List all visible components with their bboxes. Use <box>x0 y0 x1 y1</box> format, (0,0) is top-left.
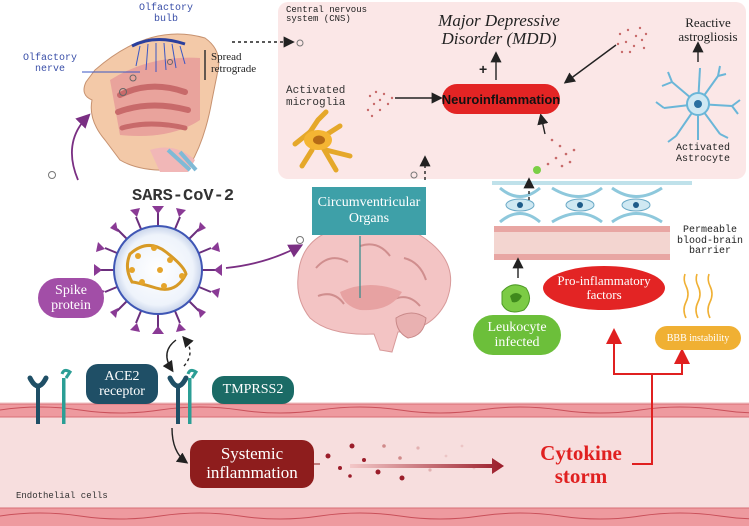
blood-brain-barrier-cells <box>492 181 692 260</box>
leukocyte-infected-badge: Leukocyte infected <box>473 315 561 355</box>
virus-name: SARS-CoV-2 <box>132 187 235 206</box>
ace2-receptor-icon <box>27 375 189 424</box>
activated-microglia-cell <box>292 109 353 173</box>
nasal-cavity-illustration <box>83 33 220 172</box>
olfactory-nerve-label: Olfactory nerve <box>22 53 77 75</box>
mdd-label: Major Depressive Disorder (MDD) <box>438 11 560 48</box>
plus-sign: + <box>479 61 488 77</box>
circumventricular-organs-badge: Circumventricular Organs <box>312 187 426 235</box>
astrogliosis-label: Reactive astrogliosis <box>678 15 738 44</box>
permeable-bbb-label: Permeable blood-brain barrier <box>676 225 743 257</box>
neuroinflammation-badge: Neuroinflammation <box>442 84 560 114</box>
inflammation-particles <box>325 443 476 481</box>
systemic-inflammation-badge: Systemic inflammation <box>190 440 314 488</box>
astrocyte-label: Activated Astrocyte <box>675 143 730 165</box>
activated-astrocyte-cell <box>655 65 741 143</box>
sars-cov-2-virion <box>94 206 222 334</box>
storm-arrow <box>350 458 504 474</box>
bbb-instability-heat <box>683 273 713 319</box>
microglia-label: Activated microglia <box>286 85 346 109</box>
ace2-receptor-badge: ACE2 receptor <box>86 364 158 404</box>
brain-illustration <box>297 222 452 353</box>
connector-arrows <box>71 36 704 465</box>
olfactory-bulb-label: Olfactory bulb <box>138 3 193 25</box>
cns-title: Central nervous system (CNS) <box>286 5 368 25</box>
bbb-instability-badge: BBB instability <box>655 326 741 350</box>
tmprss2-icon <box>60 368 199 424</box>
leukocyte-cell <box>501 284 530 313</box>
pro-inflammatory-badge: Pro-inflammatory factors <box>543 266 665 310</box>
spike-protein-badge: Spike protein <box>38 278 104 318</box>
tmprss2-badge: TMPRSS2 <box>212 376 294 404</box>
cytokine-storm-label: Cytokine storm <box>540 441 622 489</box>
spread-retrograde-label: Spread retrograde <box>211 51 257 75</box>
infected-cell-small <box>533 166 541 174</box>
virus-particle-icon <box>48 39 418 244</box>
endothelial-cells-label: Endothelial cells <box>16 491 108 501</box>
